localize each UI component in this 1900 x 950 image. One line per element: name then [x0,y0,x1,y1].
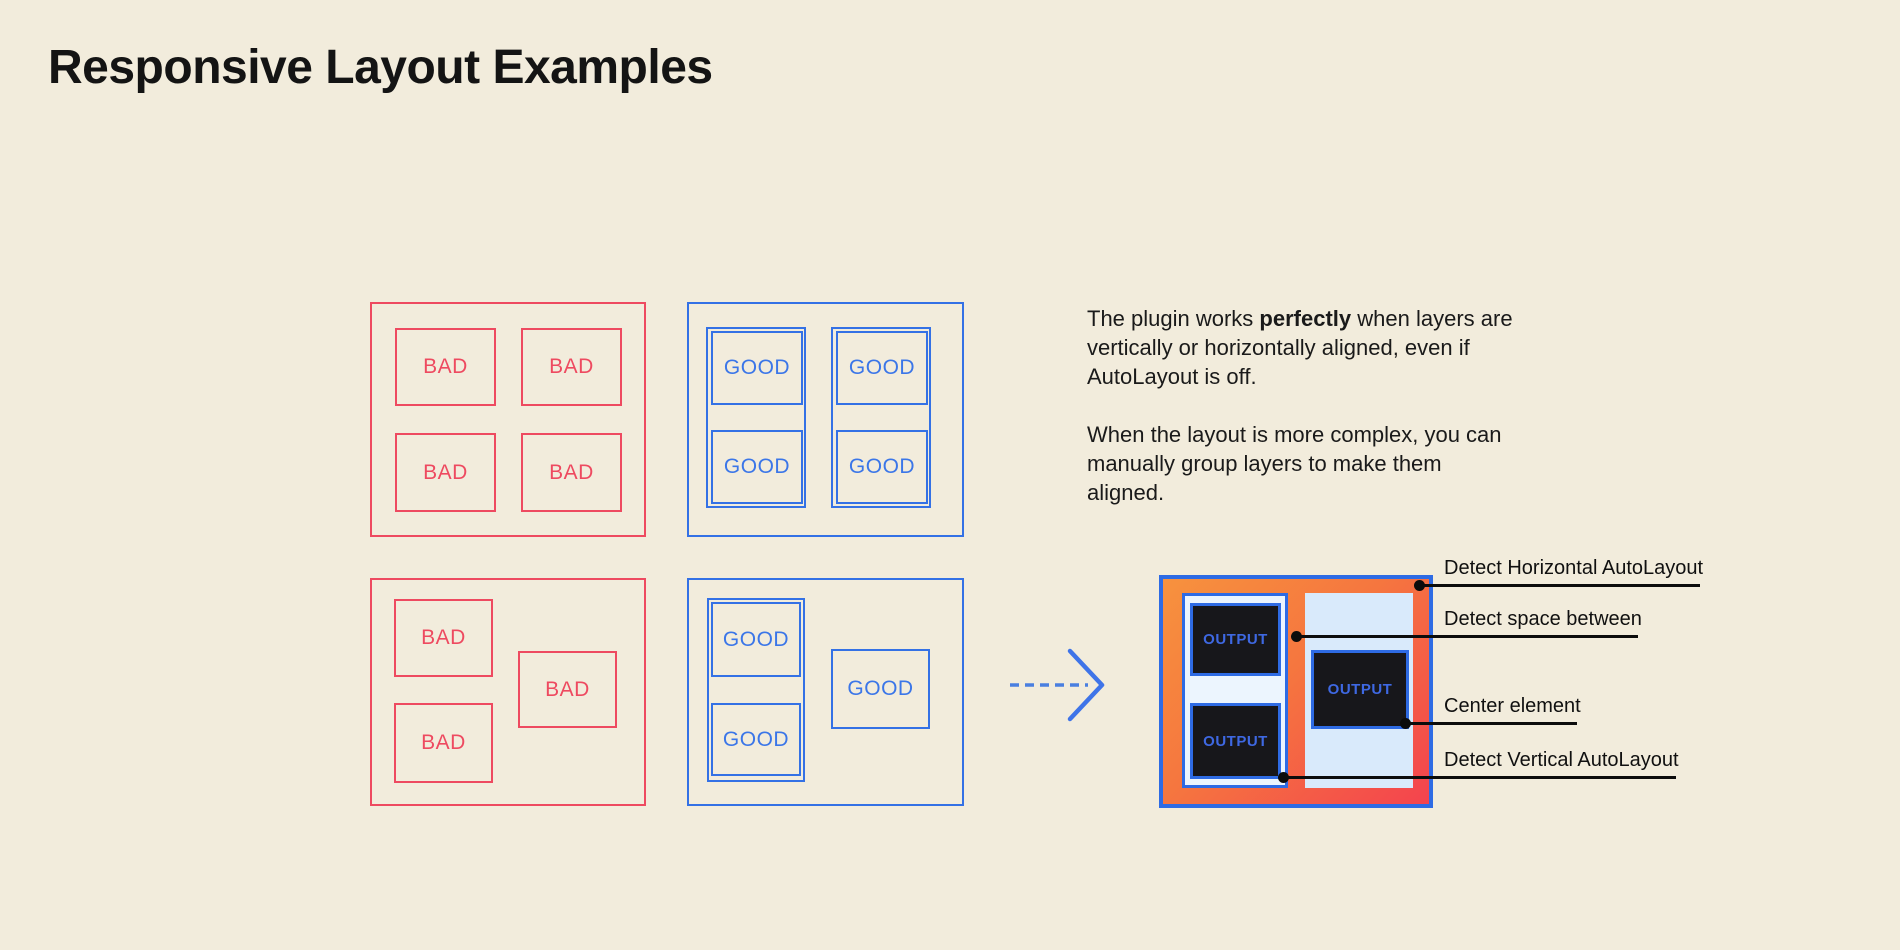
good-box: GOOD [836,331,928,405]
good-free-frame: GOOD GOOD GOOD [687,578,964,806]
good-box: GOOD [711,602,801,677]
good-box: GOOD [831,649,930,729]
bad-box: BAD [395,328,496,406]
bad-box: BAD [394,703,493,783]
bad-box: BAD [521,328,622,406]
annotation-line [1406,722,1577,725]
bad-grid-frame: BAD BAD BAD BAD [370,302,646,537]
good-box: GOOD [711,703,801,776]
annotation-dot [1414,580,1425,591]
intro-p1-before: The plugin works [1087,306,1260,331]
good-group-wrapper: GOOD GOOD [706,327,806,508]
output-box-centered: OUTPUT [1311,650,1409,729]
annotation-line [1284,776,1676,779]
annotation-detect-vertical: Detect Vertical AutoLayout [1444,749,1679,771]
intro-p1-bold: perfectly [1259,306,1352,331]
good-box: GOOD [711,331,803,405]
bad-box: BAD [395,433,496,512]
good-group-wrapper: GOOD GOOD [707,598,805,782]
annotation-detect-horizontal: Detect Horizontal AutoLayout [1444,557,1704,579]
good-box: GOOD [836,430,928,504]
good-grid-frame: GOOD GOOD GOOD GOOD [687,302,964,537]
annotation-line [1297,635,1638,638]
bad-box: BAD [518,651,617,728]
bad-free-frame: BAD BAD BAD [370,578,646,806]
annotation-center-element: Center element [1444,695,1581,717]
good-box: GOOD [711,430,803,504]
intro-paragraph-1: The plugin works perfectly when layers a… [1087,304,1517,391]
bad-box: BAD [521,433,622,512]
page-title: Responsive Layout Examples [48,41,713,94]
intro-text: The plugin works perfectly when layers a… [1087,304,1517,507]
annotation-dot [1291,631,1302,642]
good-group-wrapper: GOOD GOOD [831,327,931,508]
annotation-dot [1400,718,1411,729]
annotation-line [1420,584,1700,587]
output-box: OUTPUT [1190,703,1281,779]
output-frame: OUTPUT OUTPUT OUTPUT [1159,575,1433,808]
bad-box: BAD [394,599,493,677]
intro-p1-after: when layers are vertically or horizontal… [1087,306,1513,389]
output-box: OUTPUT [1190,603,1281,676]
annotation-dot [1278,772,1289,783]
output-group-wrapper: OUTPUT OUTPUT [1182,593,1288,788]
dashed-transform-arrow-icon [1010,648,1105,722]
annotation-detect-space-between: Detect space between [1444,608,1642,630]
intro-paragraph-2: When the layout is more complex, you can… [1087,422,1502,505]
